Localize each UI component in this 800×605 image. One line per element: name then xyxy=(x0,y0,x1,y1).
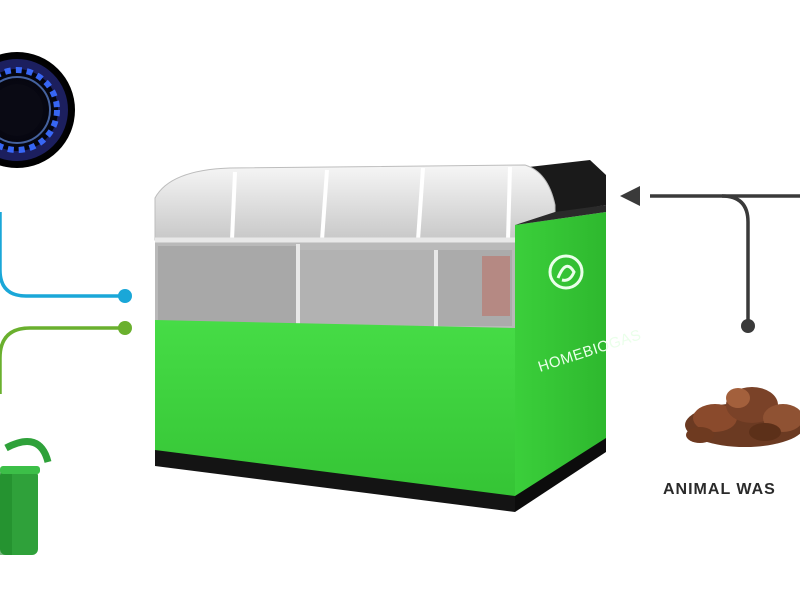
unit-base xyxy=(155,450,515,512)
animal-waste-icon xyxy=(685,387,800,447)
animal-waste-label: ANIMAL WAS xyxy=(663,481,776,498)
biogas-unit: HOMEBIOGAS xyxy=(154,160,644,512)
blue-line-end-dot xyxy=(118,289,132,303)
gas-burner-icon xyxy=(0,52,75,168)
blue-gas-line xyxy=(0,212,125,298)
unit-dome xyxy=(154,164,556,241)
watering-can-icon xyxy=(0,438,52,555)
brand-logo-icon xyxy=(548,254,584,290)
waste-line-end-dot xyxy=(741,319,755,333)
green-fertilizer-line xyxy=(0,326,125,394)
waste-input-connector xyxy=(620,186,800,333)
arrow-icon xyxy=(620,186,640,206)
green-line-end-dot xyxy=(118,321,132,335)
unit-front-panel xyxy=(155,320,515,498)
